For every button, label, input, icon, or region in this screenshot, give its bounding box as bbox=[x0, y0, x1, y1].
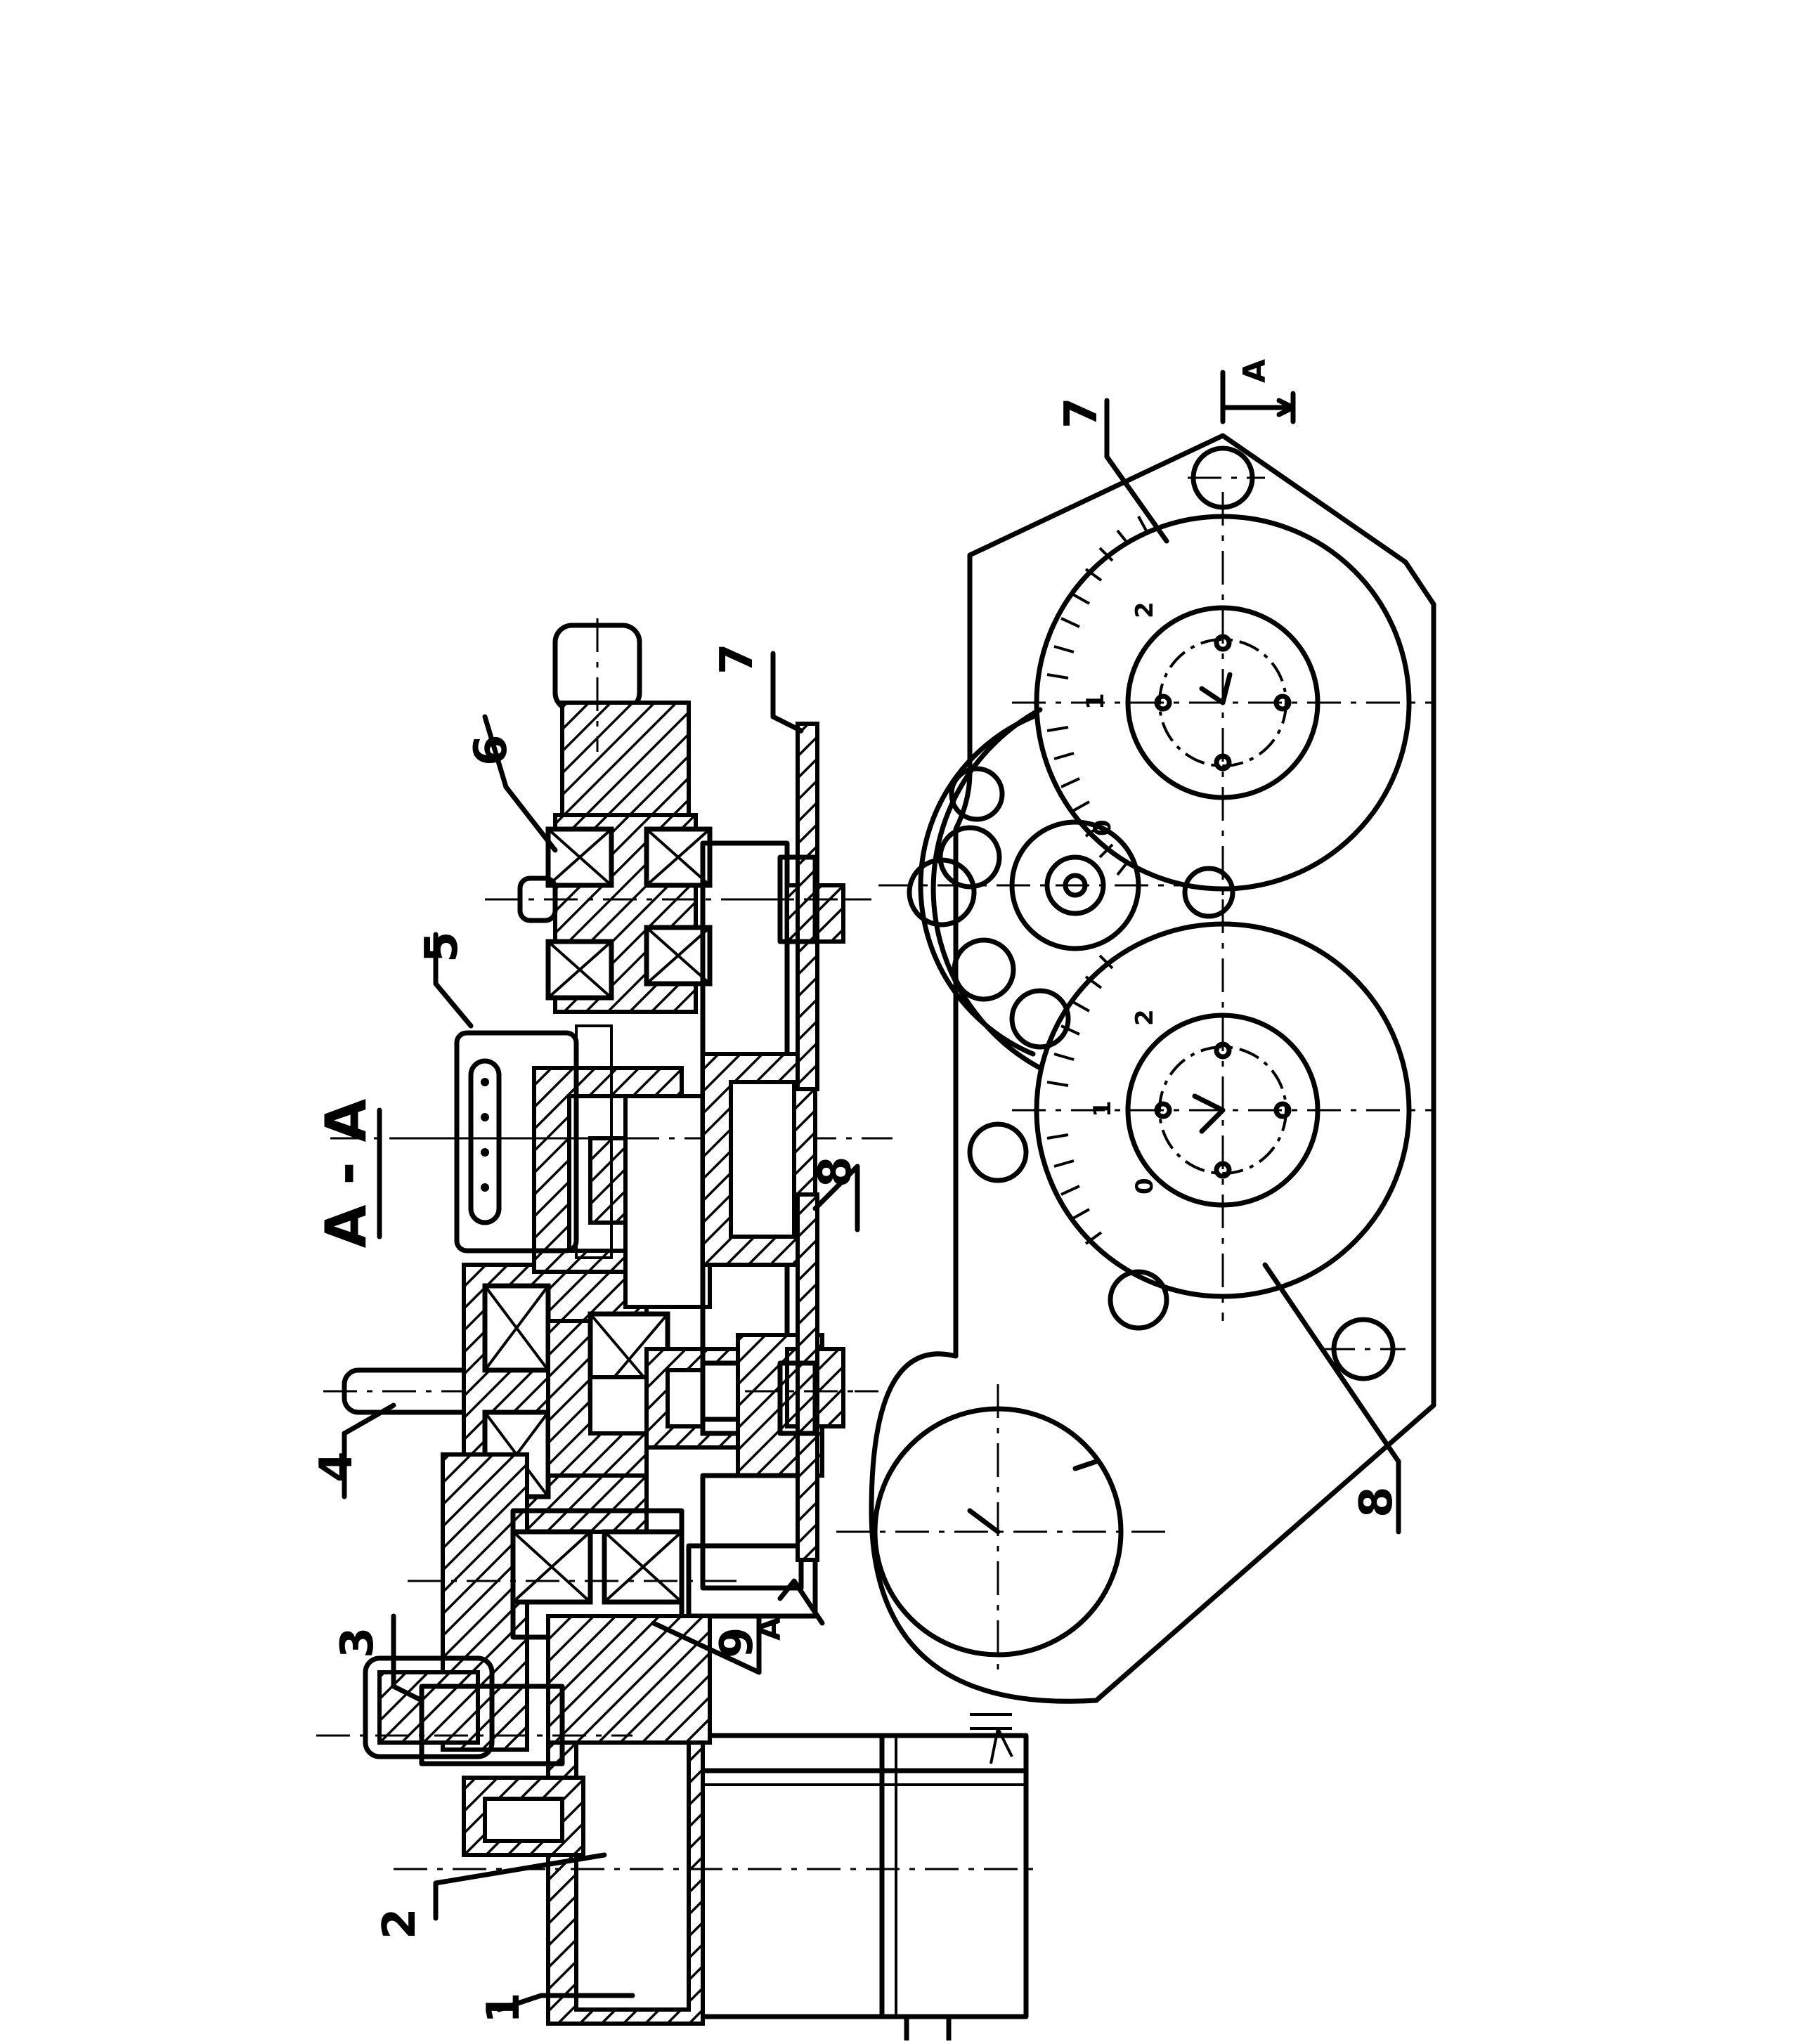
section-title: A - A bbox=[313, 1099, 382, 1249]
label-8-front: 8 bbox=[1351, 1486, 1403, 1518]
dial-7-section bbox=[745, 722, 864, 1091]
label-2: 2 bbox=[374, 1908, 426, 1939]
section-arrow-a-right: A bbox=[1220, 359, 1296, 424]
motor-front-circle bbox=[836, 1384, 1167, 1764]
section-mark-right: A bbox=[1237, 359, 1273, 383]
label-3: 3 bbox=[332, 1627, 384, 1658]
label-7-section: 7 bbox=[711, 643, 763, 675]
label-9: 9 bbox=[711, 1627, 763, 1658]
mounting-holes bbox=[967, 445, 1406, 1381]
base-plate-outline bbox=[869, 433, 1436, 1704]
section-title-text: A - A bbox=[313, 1099, 379, 1249]
label-7-front: 7 bbox=[1056, 397, 1108, 429]
dial-8-scale-0: 0 bbox=[1131, 1178, 1159, 1194]
dial-7-ticks bbox=[1046, 516, 1148, 876]
dial-8-section bbox=[745, 1192, 864, 1562]
gear-5 bbox=[422, 1024, 618, 1259]
label-1: 1 bbox=[478, 1992, 530, 2024]
dial-8-ticks bbox=[1046, 954, 1114, 1245]
middle-gear bbox=[878, 707, 1195, 1071]
front-view: 0 1 2 0 1 2 bbox=[836, 359, 1436, 1764]
label-5: 5 bbox=[416, 931, 468, 963]
label-6: 6 bbox=[465, 734, 517, 766]
dial-8-scale-1: 1 bbox=[1089, 1100, 1117, 1117]
shaft-6 bbox=[485, 618, 871, 1014]
gear-housing-section bbox=[330, 1066, 893, 1534]
dial-7-scale-2: 2 bbox=[1131, 601, 1159, 618]
dial-8: 0 1 2 bbox=[1012, 899, 1434, 1321]
dial-7-scale-0: 0 bbox=[1089, 819, 1117, 836]
dial-7: 0 1 2 bbox=[1012, 492, 1434, 913]
label-8-section: 8 bbox=[810, 1156, 862, 1187]
dial-8-scale-2: 2 bbox=[1131, 1009, 1159, 1026]
part-labels: 1 2 3 4 5 6 7 8 9 7 bbox=[311, 397, 1403, 2024]
label-4: 4 bbox=[311, 1451, 363, 1483]
dial-7-scale-1: 1 bbox=[1082, 693, 1110, 710]
